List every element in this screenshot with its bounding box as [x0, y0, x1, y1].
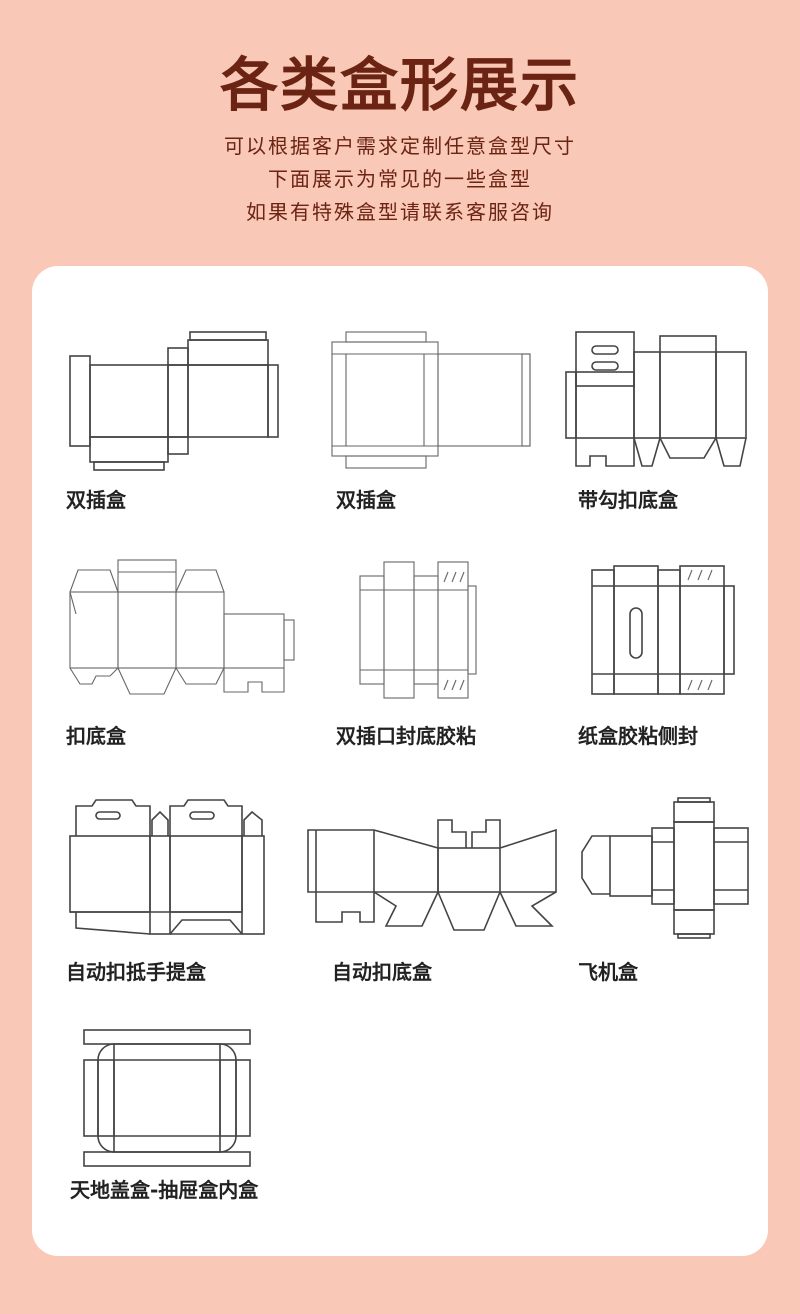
- box-showcase-card: 双插盒 双插盒: [32, 266, 768, 1256]
- box-label: 双插口封底胶粘: [336, 724, 476, 748]
- lock-bottom-box-dieline-icon: [66, 556, 306, 701]
- box-label: 扣底盒: [66, 724, 126, 748]
- box-label: 自动扣底盒: [332, 960, 432, 984]
- tuck-top-glued-bottom-dieline-icon: [352, 556, 482, 701]
- auto-bottom-handle-box-dieline-icon: [66, 796, 276, 941]
- auto-lock-bottom-box-dieline-icon: [302, 796, 562, 941]
- double-tuck-box-dieline-icon: [66, 328, 281, 473]
- subtitle-line-3: 如果有特殊盒型请联系客服咨询: [246, 200, 554, 224]
- subtitle-line-1: 可以根据客户需求定制任意盒型尺寸: [224, 134, 576, 158]
- box-label: 飞机盒: [578, 960, 638, 984]
- mailer-box-dieline-icon: [578, 796, 758, 941]
- box-label: 纸盒胶粘侧封: [578, 724, 698, 748]
- hook-lock-bottom-box-dieline-icon: [562, 328, 752, 473]
- page-title: 各类盒形展示: [219, 51, 580, 119]
- box-label: 自动扣抵手提盒: [66, 960, 206, 984]
- box-label: 双插盒: [66, 488, 126, 512]
- side-glued-box-dieline-icon: [588, 556, 758, 701]
- box-label: 带勾扣底盒: [578, 488, 678, 512]
- subtitle-line-2: 下面展示为常见的一些盒型: [268, 167, 532, 191]
- box-label: 天地盖盒-抽屉盒内盒: [70, 1178, 259, 1202]
- lid-base-drawer-box-dieline-icon: [80, 1026, 255, 1171]
- double-tuck-box-dieline-icon: [326, 328, 536, 473]
- box-label: 双插盒: [336, 488, 396, 512]
